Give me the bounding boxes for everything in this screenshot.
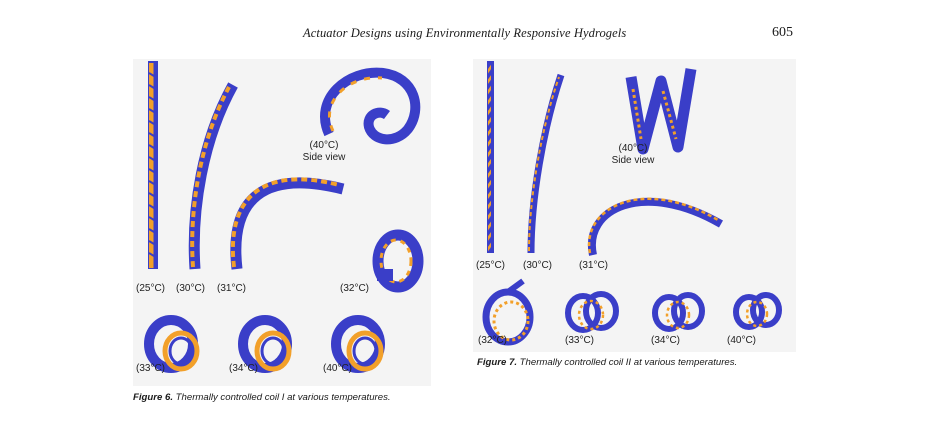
- fig6-label-32c: (32°C): [340, 283, 370, 294]
- fig7-label-34c: (34°C): [651, 335, 681, 346]
- coil-33c: [144, 315, 200, 373]
- coil2-25c-straight: [487, 61, 494, 253]
- page-number: 605: [772, 25, 793, 40]
- figure7-label: Figure 7.: [477, 357, 517, 368]
- fig7-label-33c: (33°C): [565, 335, 595, 346]
- coil-32c-partial: [372, 229, 424, 293]
- fig6-side-view-temp: (40°C): [309, 140, 339, 151]
- fig6-label-33c: (33°C): [136, 363, 166, 374]
- figure6-label: Figure 6.: [133, 392, 173, 403]
- coil-34c: [238, 315, 292, 373]
- coil2-30c-bent: [527, 73, 565, 254]
- fig7-label-31c: (31°C): [579, 260, 609, 271]
- fig7-side-view-text: Side view: [611, 155, 655, 166]
- fig6-label-25c: (25°C): [136, 283, 166, 294]
- fig6-label-30c: (30°C): [176, 283, 206, 294]
- figure6-illustration: [144, 61, 424, 373]
- fig7-label-40c: (40°C): [727, 335, 757, 346]
- figure7-illustration: [482, 61, 782, 346]
- figure6-panel: (40°C) Side view (25°C) (30°C) (31°C) (3…: [133, 59, 431, 386]
- fig6-side-view-text: Side view: [302, 152, 346, 163]
- coil2-34c: [652, 292, 705, 332]
- figure7-caption-text: Thermally controlled coil II at various …: [519, 357, 738, 368]
- coil2-40c: [733, 292, 782, 330]
- coil2-32c: [482, 278, 534, 346]
- figure7-panel: (40°C) Side view (25°C) (30°C) (31°C) (3…: [473, 59, 796, 352]
- fig7-label-32c: (32°C): [478, 335, 508, 346]
- coil2-40c-side-view: [625, 68, 697, 155]
- figure7-caption: Figure 7. Thermally controlled coil II a…: [477, 357, 737, 368]
- fig7-side-view-temp: (40°C): [618, 143, 648, 154]
- figure6-caption: Figure 6. Thermally controlled coil I at…: [133, 392, 391, 403]
- fig7-label-25c: (25°C): [476, 260, 506, 271]
- running-title: Actuator Designs using Environmentally R…: [303, 26, 627, 40]
- fig6-label-40c: (40°C): [323, 363, 353, 374]
- coil2-31c-arch: [587, 197, 723, 256]
- coil-31c-arch: [230, 177, 345, 270]
- coil-40c-side-view: [320, 67, 421, 145]
- coil-25c-straight: [148, 61, 158, 269]
- coil2-33c: [565, 291, 619, 333]
- fig6-label-34c: (34°C): [229, 363, 259, 374]
- fig7-label-30c: (30°C): [523, 260, 553, 271]
- coil-30c-bent: [188, 82, 238, 270]
- figure6-caption-text: Thermally controlled coil I at various t…: [175, 392, 391, 403]
- fig6-label-31c: (31°C): [217, 283, 247, 294]
- coil-40c: [331, 315, 385, 373]
